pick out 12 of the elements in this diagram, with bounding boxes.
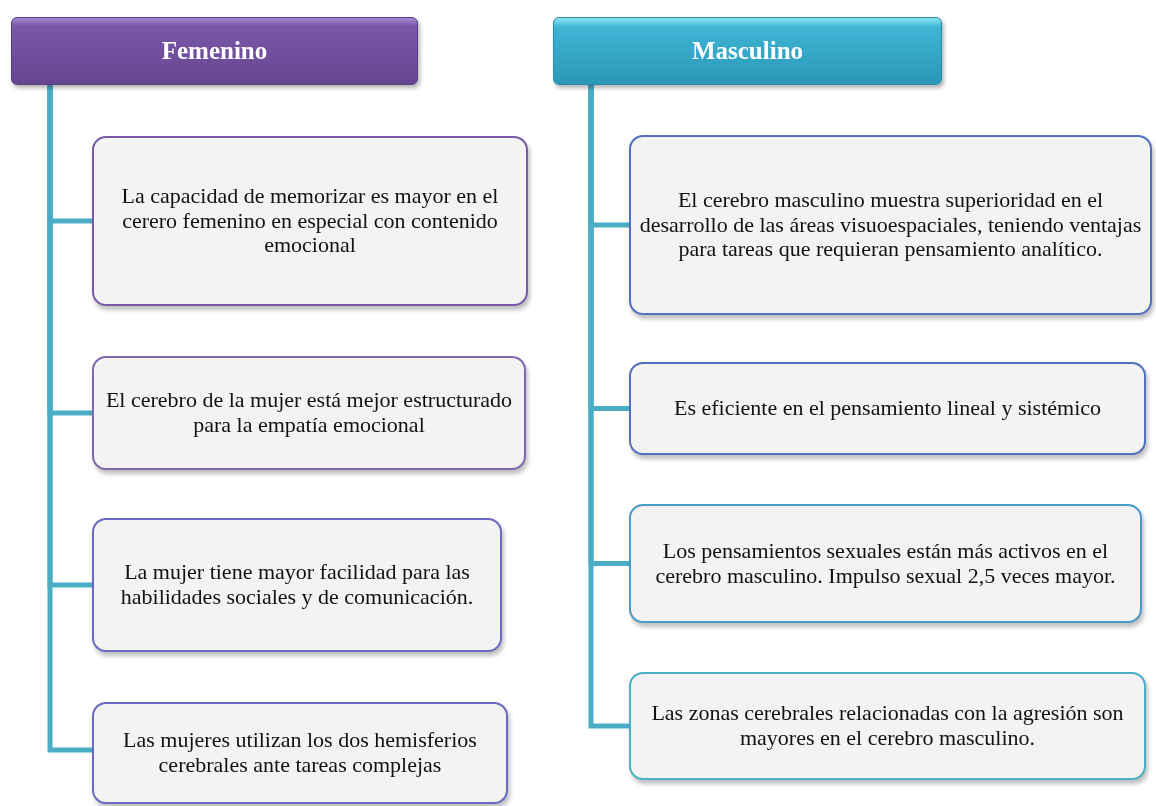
text-box: Los pensamientos sexuales están más activos en el cerebro masculino. Impulso sexual 2,5 veces mayor. <box>629 504 1142 623</box>
text-box: El cerebro masculino muestra superioridad en el desarrollo de las áreas visuoespaciales, teniendo ventajas para tareas que requieran pensamiento analítico. <box>629 135 1152 315</box>
text-box: La mujer tiene mayor facilidad para las habilidades sociales y de comunicación. <box>92 518 502 652</box>
text-box: El cerebro de la mujer está mejor estructurado para la empatía emocional <box>92 356 526 470</box>
header-box: Femenino <box>11 17 418 85</box>
header-box: Masculino <box>553 17 942 85</box>
connector-line <box>47 85 92 753</box>
text-box: Las mujeres utilizan los dos hemisferios cerebrales ante tareas complejas <box>92 702 508 804</box>
text-box: Es eficiente en el pensamiento lineal y sistémico <box>629 362 1146 455</box>
text-box: La capacidad de memorizar es mayor en el cerero femenino en especial con contenido emocional <box>92 136 528 306</box>
text-box: Las zonas cerebrales relacionadas con la agresión son mayores en el cerebro masculino. <box>629 672 1146 780</box>
connector-line <box>588 85 629 729</box>
